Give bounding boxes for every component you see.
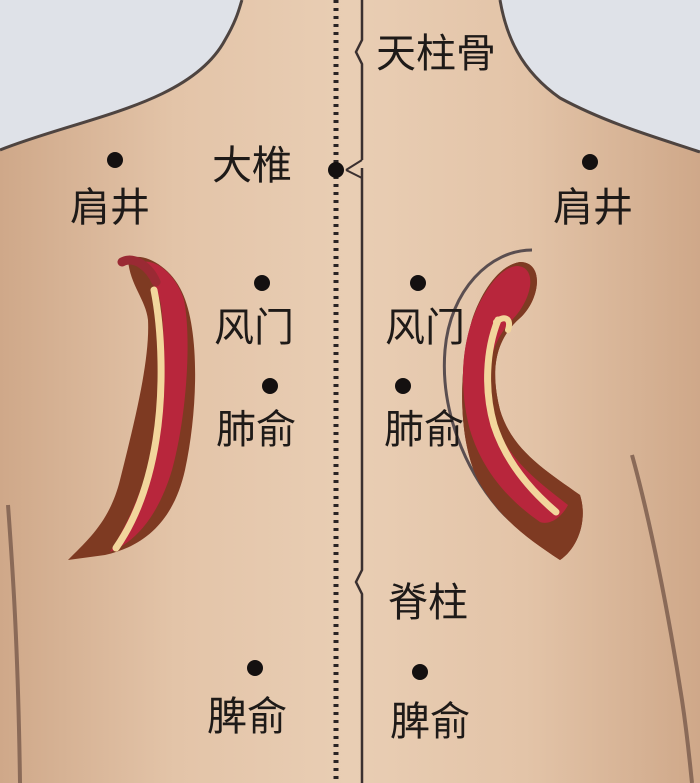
arm-contour-right: [630, 454, 694, 783]
left-scraping-stroke: [68, 255, 196, 560]
point-feishu-left: [262, 378, 278, 394]
label-fengmen-left: 风门: [214, 305, 294, 351]
arm-contour-left: [6, 504, 22, 783]
bracket-tianzhugu: [354, 0, 364, 160]
label-feishu-left: 肺俞: [216, 407, 296, 453]
label-tianzhugu: 天柱骨: [376, 31, 496, 77]
label-feishu-right: 肺俞: [384, 407, 464, 453]
label-dazhui: 大椎: [212, 143, 292, 189]
label-jizhu: 脊柱: [388, 580, 468, 626]
point-jianjing-right: [582, 154, 598, 170]
point-jianjing-left: [107, 152, 123, 168]
label-pishu-left: 脾俞: [207, 694, 287, 740]
point-pishu-right: [412, 664, 428, 680]
bracket-jizhu: [354, 168, 364, 783]
point-fengmen-right: [410, 275, 426, 291]
label-pishu-right: 脾俞: [390, 699, 470, 745]
dazhui-pointer: [345, 159, 363, 179]
shoulder-outline-left: [0, 0, 244, 152]
shoulder-outline-right: [498, 0, 700, 154]
label-jianjing-right: 肩井: [553, 185, 633, 231]
point-feishu-right: [395, 378, 411, 394]
point-pishu-left: [247, 660, 263, 676]
label-jianjing-left: 肩井: [70, 185, 150, 231]
point-fengmen-left: [254, 275, 270, 291]
label-fengmen-right: 风门: [385, 305, 465, 351]
point-dazhui: [328, 162, 344, 178]
